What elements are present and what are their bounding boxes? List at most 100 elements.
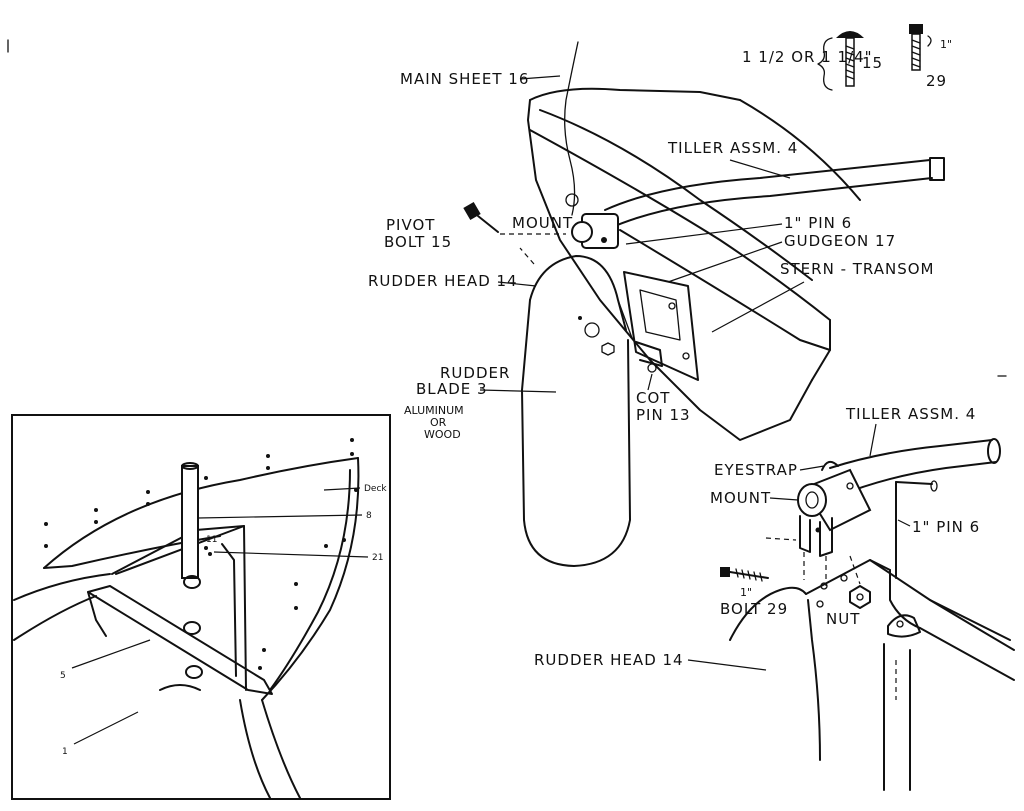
cot-pin-ring — [647, 363, 657, 373]
rudder-head-label-bottom: RUDDER HEAD 14 — [534, 651, 684, 669]
tiller-top: TILLER ASSM. 4 MOUNT — [512, 139, 945, 249]
inset-hull-line-1 — [13, 573, 111, 601]
inset-deck-label: Deck — [364, 484, 387, 494]
pin6-leader-detail — [897, 519, 911, 527]
tiller-label-detail: TILLER ASSM. 4 — [845, 405, 976, 423]
inset-deck-lower — [43, 535, 221, 569]
hardware-size-b: 1" — [940, 38, 952, 51]
rudder-bolt-washer — [584, 322, 600, 338]
rudder-head-label-top: RUDDER HEAD 14 — [368, 272, 518, 290]
hull-top-edge — [529, 87, 741, 101]
inset-part1: 1 — [62, 747, 68, 757]
transom-corner — [811, 319, 831, 381]
tiller-upper-edge — [604, 159, 931, 211]
rudder-head-edge — [617, 299, 633, 339]
inset-part1-leader — [73, 711, 139, 745]
hardware-brace — [817, 37, 833, 91]
inset-hull-line-4 — [261, 699, 301, 799]
hardware-29: 29 — [926, 72, 947, 90]
tiller-lower-edge — [609, 177, 933, 229]
detail-tiller-upper — [829, 439, 993, 469]
inset-screw — [204, 476, 208, 480]
detail-nut-hole — [856, 593, 864, 601]
blade-leader — [479, 389, 557, 393]
inset-screw — [94, 520, 98, 524]
detail-gudgeon-legs — [883, 643, 911, 791]
inset-screw — [146, 502, 150, 506]
inset-screw — [266, 466, 270, 470]
pin6-label-detail: 1" PIN 6 — [912, 518, 980, 536]
cot-leader — [647, 373, 653, 391]
tiller-leader-top — [729, 159, 791, 179]
gudgeon-hole-2 — [682, 352, 690, 360]
aluminum-label: ALUMINUM — [404, 404, 464, 417]
inset-screw — [294, 606, 298, 610]
mount-label-detail: MOUNT — [710, 489, 771, 507]
inset-hull-line-3 — [239, 699, 271, 799]
inset-screw — [208, 552, 212, 556]
gudgeon-labels: 1" PIN 6 GUDGEON 17 STERN - TRANSOM — [625, 214, 934, 333]
gudgeon-hole-1 — [668, 302, 676, 310]
hardware-15: 15 — [862, 54, 883, 72]
rudder-blade-outline — [521, 299, 631, 567]
rudder-label: RUDDER — [440, 364, 510, 382]
inset-hull-line-2 — [13, 595, 97, 641]
inset-part5: 5 — [60, 671, 66, 681]
rudder-bolt-dot — [578, 316, 582, 320]
main-sheet: MAIN SHEET 16 — [400, 41, 579, 216]
mount-label-top: MOUNT — [512, 214, 573, 232]
gudgeon-lower — [635, 341, 663, 367]
inset-screw — [44, 544, 48, 548]
inset-screw — [266, 454, 270, 458]
detail-gudgeon-hole — [896, 620, 904, 628]
inset-screw — [294, 582, 298, 586]
hardware-size-a: 1 1/2 OR 1 1/4" — [742, 48, 873, 66]
rudder-head-leader-bottom — [687, 659, 767, 671]
wood-label: WOOD — [424, 428, 461, 441]
inset-deck-leader — [323, 487, 361, 491]
inset-step-top — [195, 525, 245, 531]
pivot-bolt-head — [463, 201, 481, 221]
gudgeon-plate: COT PIN 13 — [623, 271, 699, 424]
inset-step-front — [87, 591, 107, 637]
detail-tiller-end — [987, 438, 1001, 464]
pin13-label: PIN 13 — [636, 406, 691, 424]
inset-part8: 8 — [366, 511, 372, 521]
inset-part21-leader — [213, 551, 369, 558]
gudgeon-plate-inner — [639, 289, 681, 341]
hardware-callout: 1 1/2 OR 1 1/4" 15 1" 29 — [742, 24, 952, 91]
detail-mount-screw — [846, 482, 854, 490]
detail-gudgeon-eye — [887, 614, 921, 638]
hex-bolt-brace — [927, 35, 932, 47]
eyestrap-label: EYESTRAP — [714, 461, 798, 479]
detail-transom-inner — [929, 599, 1015, 651]
inset-step-base — [87, 585, 273, 695]
rudder-top: RUDDER HEAD 14 RUDDER BLADE 3 ALUMINUM O… — [368, 247, 633, 567]
rudder-nut — [601, 342, 615, 356]
mount-leader-detail — [769, 497, 799, 501]
bolt29-label: BOLT 29 — [720, 600, 788, 618]
inset-step-inner — [221, 543, 237, 677]
bolt15-label: BOLT 15 — [384, 233, 452, 251]
gudgeon-plate-outline — [623, 271, 699, 381]
eyestrap-leader — [799, 465, 825, 471]
main-sheet-label: MAIN SHEET 16 — [400, 70, 529, 88]
bolt29-size-label: 1" — [740, 586, 752, 599]
inset-screw — [354, 488, 358, 492]
detail-transom-edge — [919, 627, 1015, 681]
detail-rudder-head-front — [807, 599, 821, 761]
carriage-bolt-head — [836, 31, 864, 38]
drop-line-4 — [765, 537, 797, 541]
inset-screw — [204, 546, 208, 550]
tiller-label-top: TILLER ASSM. 4 — [667, 139, 798, 157]
inset-mast-step: Deck 8 11 21 5 1 — [11, 414, 391, 800]
gunwale-line-3 — [619, 229, 831, 351]
inset-part8-leader — [197, 514, 363, 519]
stern-label: STERN - TRANSOM — [780, 260, 934, 278]
detail-head-hole-2 — [840, 574, 848, 582]
drop-line-3 — [849, 555, 861, 585]
detail-rudder-head-left — [729, 586, 807, 641]
inset-deck-side-inner — [269, 469, 351, 691]
gudgeon-label: GUDGEON 17 — [784, 232, 896, 250]
